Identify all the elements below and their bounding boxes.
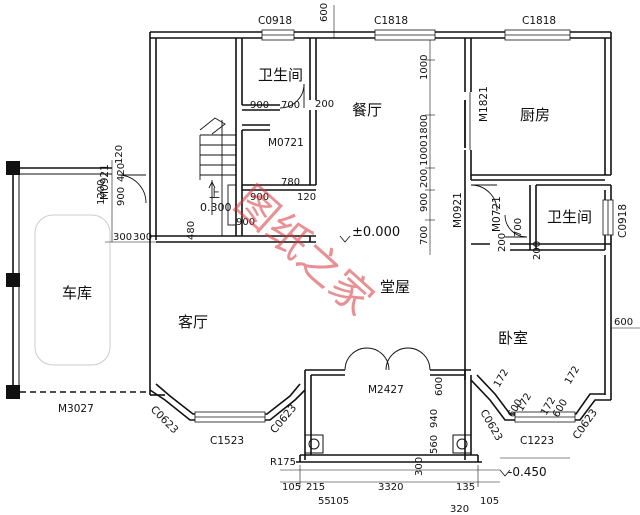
- room-label-dining: 餐厅: [352, 101, 382, 119]
- dim-215: 215: [306, 482, 325, 493]
- room-label-hall: 堂屋: [380, 278, 410, 296]
- dim-200-r: 200: [532, 241, 543, 260]
- dim-600-right: 600: [614, 317, 633, 328]
- code-c1818-mid: C1818: [374, 15, 408, 27]
- windows: [194, 29, 614, 423]
- dim-r175: R175: [270, 457, 296, 468]
- code-m2427: M2427: [368, 384, 404, 396]
- dim-3320: 3320: [378, 482, 403, 493]
- dim-135: 135: [456, 482, 475, 493]
- dim-200-v: 200: [497, 233, 508, 252]
- room-label-kitchen: 厨房: [520, 106, 550, 124]
- dim-480: 480: [186, 221, 197, 240]
- dim-300-b: 300: [133, 232, 152, 243]
- code-m0921-mid: M0921: [452, 192, 464, 228]
- room-label-garage: 车库: [62, 284, 92, 302]
- dim-320: 320: [450, 504, 469, 515]
- dim-55: 55: [318, 496, 331, 507]
- dim-420: 420: [116, 163, 127, 182]
- dim-780: 780: [281, 177, 300, 188]
- code-c0623-c: C0623: [477, 408, 504, 443]
- dim-120-b: 120: [297, 192, 316, 203]
- porch-columns: [304, 434, 472, 454]
- dimension-lines: [105, 5, 640, 487]
- code-c0918-top: C0918: [258, 15, 292, 27]
- doors: [117, 83, 528, 371]
- dim-560: 560: [429, 435, 440, 454]
- dim-105-c: 105: [480, 496, 499, 507]
- dim-900-v: 900: [236, 217, 255, 228]
- code-m0921-left: M0921: [99, 164, 111, 200]
- level-main: ±0.000: [352, 225, 400, 240]
- dim-1800-v: 1800: [419, 115, 430, 140]
- code-c1523: C1523: [210, 435, 244, 447]
- dim-1000-mid: 1000: [419, 141, 430, 166]
- dim-105-a: 105: [282, 482, 301, 493]
- dim-940: 940: [429, 409, 440, 428]
- code-m0721-right: M0721: [491, 196, 503, 232]
- dim-105-b: 105: [330, 496, 349, 507]
- level-outside: -0.450: [508, 465, 547, 479]
- room-label-bath-right: 卫生间: [547, 208, 592, 226]
- room-label-bath-upper: 卫生间: [258, 66, 303, 84]
- dim-172-d: 172: [563, 364, 582, 386]
- dim-700-r: 700: [513, 218, 524, 237]
- dim-900-mid: 900: [419, 193, 430, 212]
- dim-200-mid: 200: [419, 169, 430, 188]
- dim-300-a: 300: [113, 232, 132, 243]
- code-c0623-b: C0623: [268, 402, 299, 436]
- room-label-living: 客厅: [178, 313, 208, 331]
- dim-1200: 1200: [96, 180, 107, 205]
- garage-structure: [6, 161, 150, 399]
- dim-300-porch: 300: [414, 457, 425, 476]
- code-m0721-upper: M0721: [268, 137, 304, 149]
- code-c0918-right: C0918: [617, 204, 629, 238]
- dim-600-top: 600: [319, 3, 330, 22]
- code-c1223: C1223: [520, 435, 554, 447]
- dim-172-b: 172: [515, 391, 534, 413]
- room-label-bedroom: 卧室: [498, 329, 528, 347]
- dim-172-a: 172: [492, 367, 511, 389]
- code-m1821: M1821: [478, 86, 490, 122]
- dim-200-a: 200: [315, 99, 334, 110]
- stair-up-label: 上: [209, 187, 220, 200]
- dim-700-a: 700: [281, 100, 300, 111]
- stair-level: 0.300: [200, 201, 232, 214]
- stair: [199, 117, 237, 236]
- dim-1000-top: 1000: [419, 55, 430, 80]
- dim-600-porch: 600: [434, 377, 445, 396]
- dim-120-a: 120: [114, 145, 125, 164]
- dim-900-b: 900: [116, 187, 127, 206]
- dim-900-c: 900: [250, 192, 269, 203]
- code-m3027: M3027: [58, 403, 94, 415]
- code-c1818-right: C1818: [522, 15, 556, 27]
- dim-700-low: 700: [419, 226, 430, 245]
- dim-900-a: 900: [250, 100, 269, 111]
